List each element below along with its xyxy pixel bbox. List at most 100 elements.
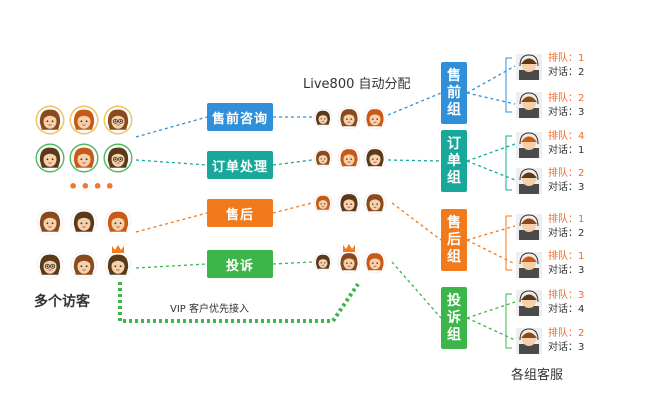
- more-visitors-ellipsis: ••••: [68, 177, 117, 196]
- agent-8-dialog: 对话：3: [548, 342, 585, 353]
- connector-visitors-order: [135, 159, 208, 166]
- pool-4-avatar-3: [363, 250, 387, 274]
- group-aftersales: 售后组: [441, 209, 467, 271]
- category-order-label: 订单处理: [211, 159, 268, 175]
- pool-3-avatar-3: [363, 191, 387, 215]
- connector-aftersales-pool: [272, 202, 313, 214]
- category-complaint-label: 投诉: [225, 258, 254, 274]
- agent-avatar-6: [516, 252, 542, 278]
- diagram-title: Live800 自动分配: [303, 77, 411, 92]
- agent-1-queue: 排队：1: [548, 53, 585, 64]
- pool-1-avatar-2: [337, 106, 361, 130]
- pool-2-avatar-1: [313, 148, 333, 168]
- vip-label: VIP 客户优先接入: [170, 304, 249, 315]
- category-presales: 售前咨询: [207, 103, 273, 131]
- agent-2-status: 排队：2 对话：3: [548, 92, 584, 120]
- group-order-label: 订单组: [447, 135, 461, 186]
- visitor-avatar-4: [35, 143, 65, 173]
- agent-6-queue: 排队：1: [548, 251, 585, 262]
- pool-3-avatar-1: [313, 193, 333, 213]
- connector-group-agent-8: [466, 317, 516, 341]
- agent-4-dialog: 对话：3: [548, 182, 585, 193]
- category-complaint: 投诉: [207, 250, 273, 278]
- agent-8-status: 排队：2 对话：3: [548, 327, 584, 355]
- category-aftersales: 售后: [207, 199, 273, 227]
- visitors-label: 多个访客: [34, 294, 90, 310]
- connector-order-pool: [272, 159, 313, 166]
- connector-group-agent-7: [466, 301, 516, 319]
- group-order: 订单组: [441, 130, 467, 192]
- agent-3-status: 排队：4 对话：1: [548, 130, 584, 158]
- group-presales: 售前组: [441, 62, 467, 124]
- connector-pool-group-presales: [387, 92, 442, 116]
- agent-4-queue: 排队：2: [548, 168, 585, 179]
- agent-5-status: 排队：1 对话：2: [548, 213, 584, 241]
- visitor-avatar-7: [36, 208, 64, 236]
- visitor-avatar-6: [103, 143, 133, 173]
- agent-6-dialog: 对话：3: [548, 265, 585, 276]
- agent-avatar-2: [516, 92, 542, 118]
- agent-avatar-1: [516, 54, 542, 80]
- category-order: 订单处理: [207, 151, 273, 179]
- group-bracket-1: [505, 57, 512, 113]
- connector-group-agent-3: [466, 143, 516, 162]
- agent-avatar-7: [516, 290, 542, 316]
- pool-1-avatar-3: [363, 106, 387, 130]
- agent-avatar-3: [516, 132, 542, 158]
- connector-group-agent-6: [466, 239, 516, 265]
- agent-avatar-5: [516, 214, 542, 240]
- pool-1-avatar-1: [313, 108, 333, 128]
- agent-4-status: 排队：2 对话：3: [548, 167, 584, 195]
- agent-avatar-4: [516, 168, 542, 194]
- agent-2-dialog: 对话：3: [548, 107, 585, 118]
- connector-group-agent-4: [466, 160, 516, 181]
- connector-pool-group-aftersales: [391, 202, 442, 241]
- group-presales-label: 售前组: [447, 67, 461, 118]
- visitor-avatar-1: [35, 105, 65, 135]
- connector-group-agent-1: [466, 65, 516, 94]
- agent-7-queue: 排队：3: [548, 290, 585, 301]
- pool-2-avatar-3: [363, 146, 387, 170]
- connector-group-agent-5: [466, 225, 516, 241]
- visitor-avatar-8: [70, 208, 98, 236]
- agent-3-dialog: 对话：1: [548, 145, 585, 156]
- visitor-avatar-9: [104, 208, 132, 236]
- group-aftersales-label: 售后组: [447, 214, 461, 265]
- pool-4-avatar-2: [337, 244, 361, 274]
- connector-group-agent-2: [466, 92, 516, 105]
- visitor-avatar-3: [103, 105, 133, 135]
- agents-label: 各组客服: [511, 368, 564, 383]
- connector-pool-group-order: [387, 159, 442, 162]
- connector-visitors-aftersales: [135, 212, 208, 233]
- agent-1-dialog: 对话：2: [548, 67, 585, 78]
- visitor-avatar-12: [104, 245, 132, 279]
- group-complaint: 投诉组: [441, 287, 467, 349]
- group-complaint-label: 投诉组: [447, 292, 461, 343]
- category-aftersales-label: 售后: [225, 207, 254, 223]
- visitor-avatar-10: [36, 251, 64, 279]
- agent-7-status: 排队：3 对话：4: [548, 289, 584, 317]
- visitor-avatar-5: [69, 143, 99, 173]
- group-bracket-2: [505, 135, 512, 191]
- agent-7-dialog: 对话：4: [548, 304, 585, 315]
- agent-avatar-8: [516, 328, 542, 354]
- vip-priority-path: [118, 282, 360, 323]
- group-bracket-3: [505, 215, 512, 271]
- visitor-avatar-2: [69, 105, 99, 135]
- agent-5-queue: 排队：1: [548, 214, 585, 225]
- agent-2-queue: 排队：2: [548, 93, 585, 104]
- connector-visitors-complaint: [135, 263, 208, 269]
- connector-pool-group-complaint: [391, 261, 442, 319]
- category-presales-label: 售前咨询: [211, 111, 268, 127]
- pool-2-avatar-2: [337, 146, 361, 170]
- agent-6-status: 排队：1 对话：3: [548, 250, 584, 278]
- agent-8-queue: 排队：2: [548, 328, 585, 339]
- connector-visitors-presales: [135, 116, 208, 138]
- connector-complaint-pool: [272, 261, 313, 265]
- visitor-avatar-11: [70, 251, 98, 279]
- agent-5-dialog: 对话：2: [548, 228, 585, 239]
- group-bracket-4: [505, 293, 512, 349]
- agent-3-queue: 排队：4: [548, 131, 585, 142]
